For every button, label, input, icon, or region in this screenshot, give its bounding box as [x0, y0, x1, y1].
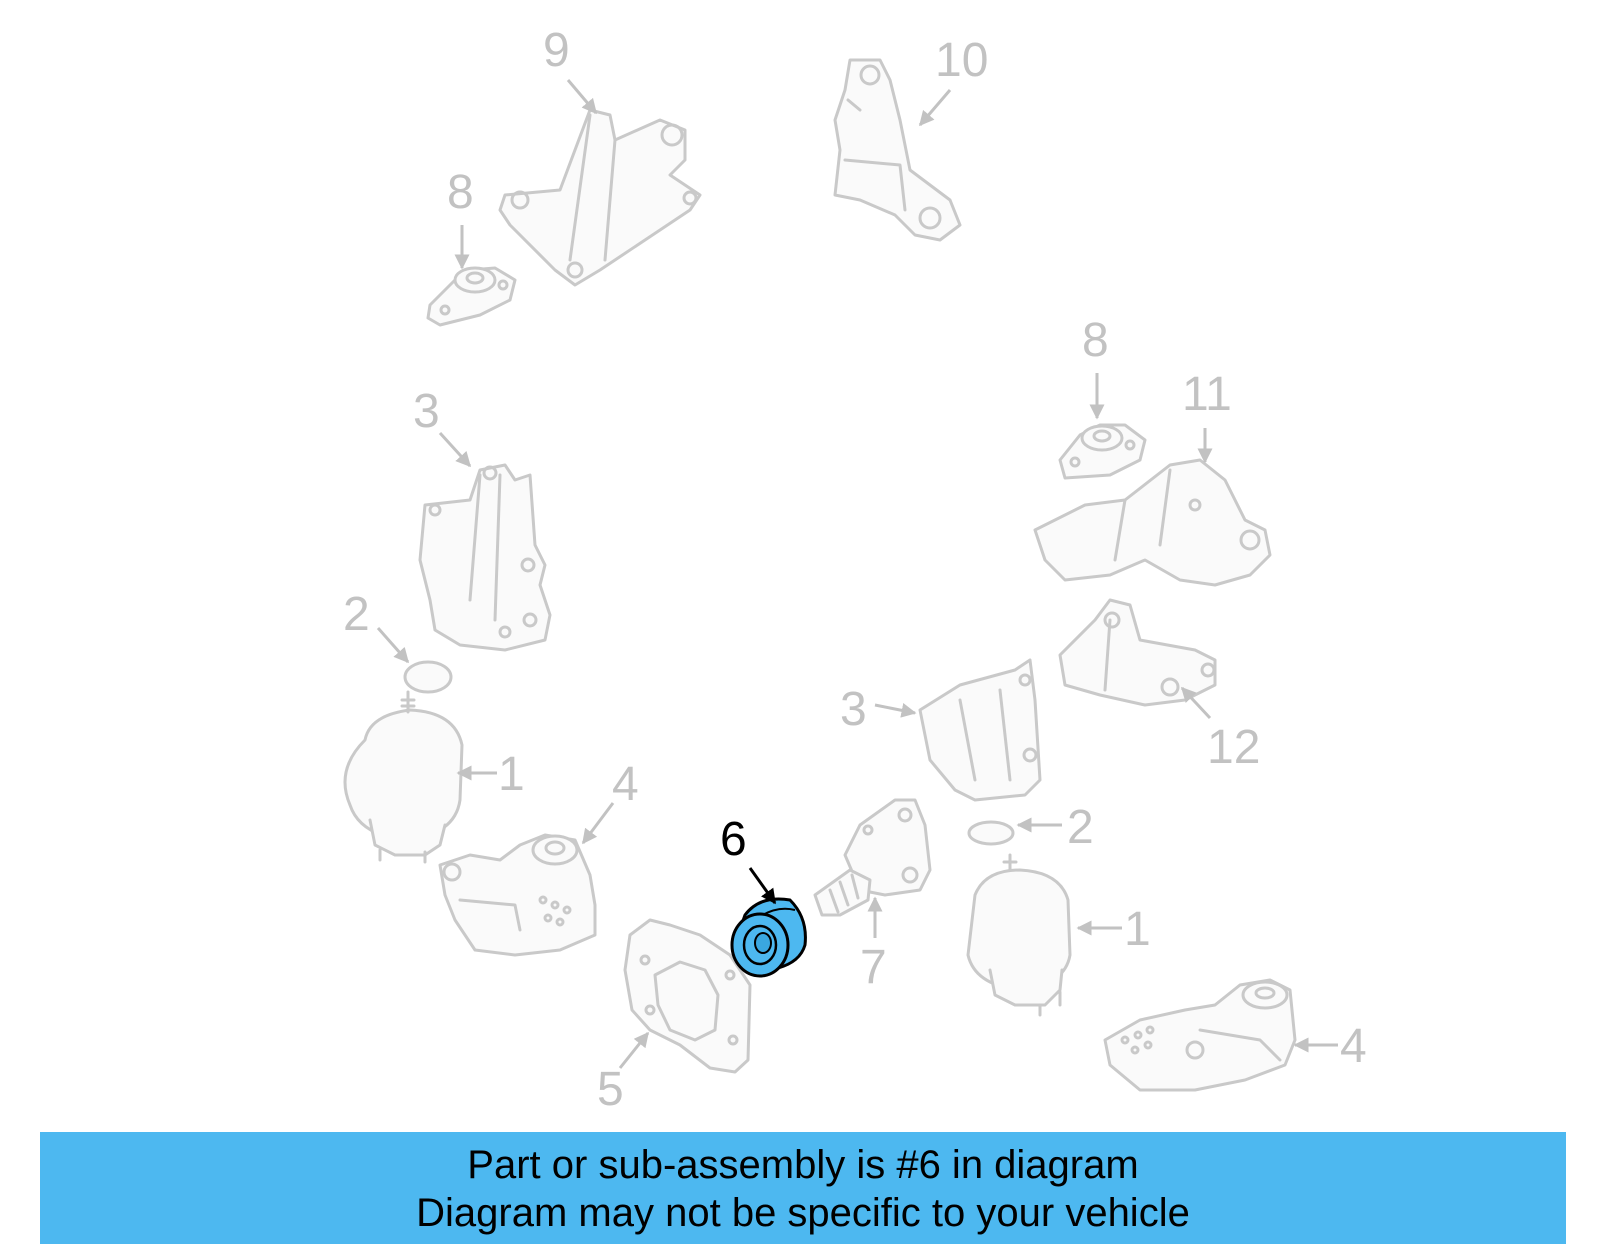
- part-5-plate: [623, 918, 752, 1074]
- part-7-bracket: [813, 798, 932, 917]
- callout-6: 6: [720, 813, 747, 866]
- leader-lines: [376, 79, 1338, 1069]
- leader-10: [918, 89, 952, 127]
- part-9-bracket: [498, 108, 702, 287]
- callout-10: 10: [935, 34, 988, 87]
- part-2-washer-right: [967, 820, 1015, 846]
- callout-2-left: 2: [343, 588, 370, 641]
- leader-3-left: [438, 431, 472, 468]
- part-2-washer-left: [403, 660, 453, 694]
- banner-line-disclaimer: Diagram may not be specific to your vehi…: [416, 1191, 1190, 1235]
- part-12-bracket: [1058, 598, 1217, 707]
- part-8-mount-right: [1058, 423, 1147, 480]
- leader-9: [566, 79, 598, 115]
- callout-1-right: 1: [1124, 903, 1151, 956]
- part-11-bracket: [1033, 458, 1272, 587]
- callout-8-left: 8: [447, 166, 474, 219]
- callout-4-right: 4: [1340, 1020, 1367, 1073]
- callout-7: 7: [860, 941, 887, 994]
- callout-8-right: 8: [1082, 314, 1109, 367]
- banner-line-part-number: Part or sub-assembly is #6 in diagram: [467, 1143, 1139, 1187]
- callout-4-left: 4: [612, 758, 639, 811]
- part-3-bracket-right: [918, 658, 1042, 802]
- leader-6: [748, 867, 777, 905]
- leader-12: [1180, 686, 1212, 720]
- callout-3-right: 3: [840, 683, 867, 736]
- callout-5: 5: [597, 1063, 624, 1116]
- part-4-mount-left: [438, 833, 597, 957]
- info-banner: Part or sub-assembly is #6 in diagram Di…: [40, 1132, 1566, 1244]
- leader-2-left: [376, 627, 410, 664]
- part-1-mount-right: [966, 853, 1072, 1017]
- callout-9: 9: [543, 24, 570, 77]
- leader-5: [618, 1031, 650, 1069]
- callout-labels: 9 10 8 8 11 3 12 3 2 2 1 1 4 4 6 7 5: [343, 24, 1367, 1116]
- part-4-mount-right: [1103, 978, 1297, 1092]
- leader-3-right: [874, 702, 917, 718]
- callout-3-left: 3: [413, 385, 440, 438]
- part-1-mount-left: [343, 690, 464, 864]
- leader-4-left: [581, 802, 615, 845]
- callout-1-left: 1: [498, 748, 525, 801]
- part-3-bracket-left: [418, 463, 552, 652]
- part-8-mount-left: [426, 266, 517, 327]
- callout-12: 12: [1207, 721, 1260, 774]
- callout-2-right: 2: [1067, 801, 1094, 854]
- part-6-bushing: [730, 897, 807, 978]
- part-10-bracket: [833, 58, 962, 242]
- callout-11: 11: [1182, 368, 1232, 421]
